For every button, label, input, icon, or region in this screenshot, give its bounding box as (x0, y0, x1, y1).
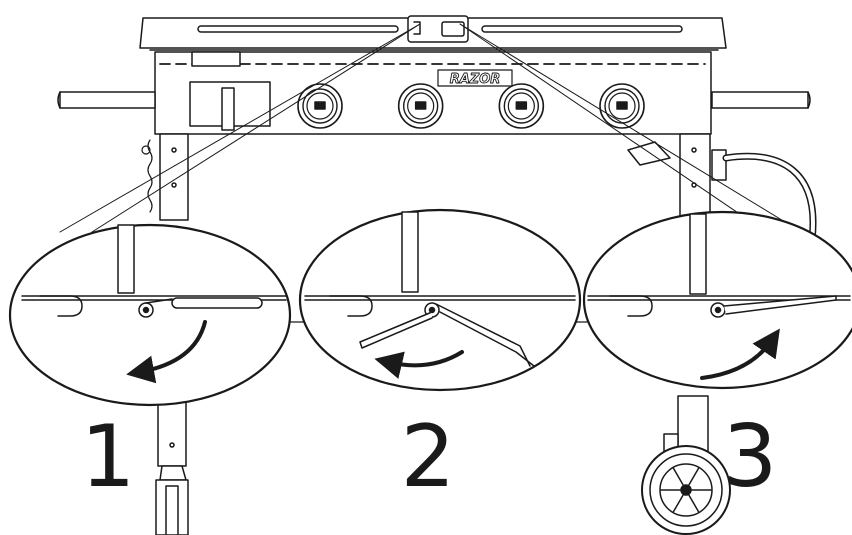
callout-step-3 (582, 210, 852, 390)
lower-leg-left (155, 395, 189, 535)
burner-knob-1 (297, 83, 343, 129)
callout-2-detail (304, 211, 576, 367)
wheel (641, 445, 731, 535)
burner-knobs (297, 83, 645, 129)
grease-tray (189, 51, 271, 131)
callout-1-detail (21, 224, 287, 318)
wheel-spoke (688, 494, 700, 513)
wheel-spoke (688, 467, 700, 486)
burner-knob-2 (397, 83, 444, 129)
burner-knob-4 (599, 83, 645, 129)
side-handle-left (57, 91, 156, 109)
latch-bar-open (359, 311, 433, 349)
chain (141, 139, 153, 213)
callout-step-2 (298, 208, 582, 392)
arrow-step-1 (126, 320, 207, 384)
latch-bar (723, 295, 837, 315)
latch-bar (171, 297, 263, 309)
callout-3-detail (587, 213, 851, 318)
lid-latch (407, 15, 469, 43)
callout-leader-lines (59, 23, 809, 237)
callout-step-1 (8, 223, 292, 407)
wheel-spoke (672, 467, 684, 486)
step-number-1: 1 (81, 407, 136, 507)
arrow-step-3 (700, 328, 780, 380)
brand-label: RAZOR (450, 72, 501, 87)
propane-hose (627, 141, 817, 244)
brand-logo: RAZOR (437, 69, 513, 87)
arrow-step-2 (374, 350, 464, 379)
burner-knob-3 (498, 83, 545, 129)
side-handle-right (711, 91, 811, 109)
step-number-3: 3 (723, 407, 778, 507)
step-number-2: 2 (401, 407, 456, 507)
wheel-spoke (672, 494, 684, 513)
